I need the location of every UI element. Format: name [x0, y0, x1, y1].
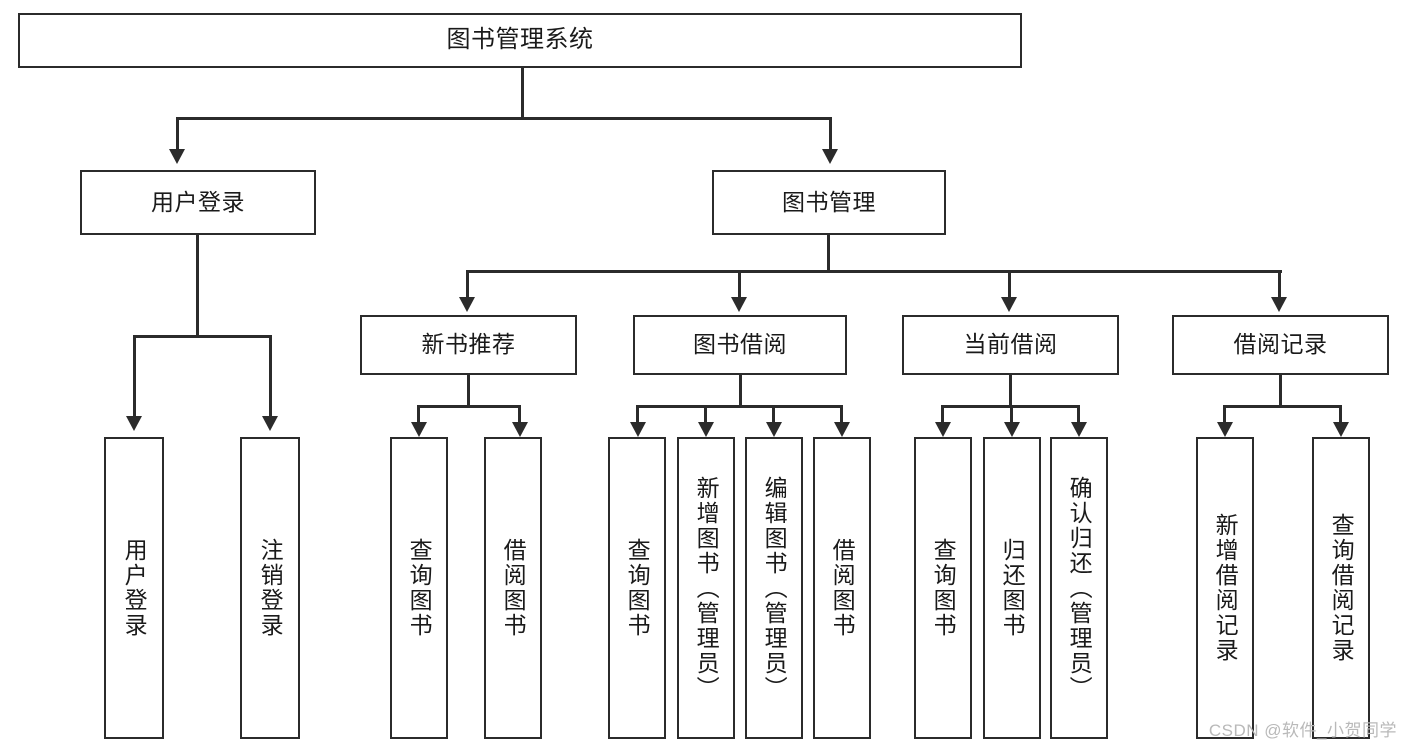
- node-label: 归还图书: [999, 538, 1026, 638]
- node-label: 编辑图书（管理员）: [761, 475, 788, 701]
- node-label: 查询图书: [624, 538, 651, 638]
- arrow-to-newbook: [459, 297, 475, 312]
- node-label: 借阅图书: [500, 538, 527, 638]
- arrow-currentborrow-leaf-2: [1004, 422, 1020, 437]
- edge-root-bus: [176, 117, 832, 120]
- leaf-currentborrow-query-book[interactable]: 查询图书: [914, 437, 972, 739]
- node-label: 用户登录: [151, 188, 245, 215]
- node-borrow-record[interactable]: 借阅记录: [1172, 315, 1389, 375]
- edge-bookmgmt-stem: [827, 235, 830, 272]
- edge-bookborrow-drop-2: [704, 405, 707, 423]
- leaf-bookborrow-borrow-book[interactable]: 借阅图书: [813, 437, 871, 739]
- edge-bookmgmt-drop-3: [1008, 270, 1011, 298]
- arrow-userlogin-leaf-1: [126, 416, 142, 431]
- leaf-user-login[interactable]: 用户登录: [104, 437, 164, 739]
- edge-bookborrow-drop-1: [636, 405, 639, 423]
- node-book-management[interactable]: 图书管理: [712, 170, 946, 235]
- edge-bookmgmt-bus: [466, 270, 1282, 273]
- node-label: 注销登录: [257, 538, 284, 638]
- node-label: 新增图书（管理员）: [693, 475, 720, 701]
- node-label: 确认归还（管理员）: [1066, 475, 1093, 701]
- edge-bookmgmt-drop-1: [466, 270, 469, 298]
- leaf-borrowrecord-query-record[interactable]: 查询借阅记录: [1312, 437, 1370, 739]
- edge-newbook-drop-2: [518, 405, 521, 423]
- node-label: 借阅图书: [829, 538, 856, 638]
- edge-bookborrow-bus: [636, 405, 843, 408]
- edge-bookmgmt-drop-4: [1278, 270, 1281, 298]
- edge-userlogin-drop-1: [133, 335, 136, 417]
- edge-bookborrow-stem: [739, 375, 742, 407]
- arrow-to-bookborrow: [731, 297, 747, 312]
- edge-userlogin-drop-2: [269, 335, 272, 417]
- edge-userlogin-bus: [133, 335, 272, 338]
- arrow-bookborrow-leaf-3: [766, 422, 782, 437]
- node-label: 查询图书: [406, 538, 433, 638]
- leaf-bookborrow-edit-book[interactable]: 编辑图书（管理员）: [745, 437, 803, 739]
- leaf-bookborrow-query-book[interactable]: 查询图书: [608, 437, 666, 739]
- edge-borrowrecord-drop-1: [1223, 405, 1226, 423]
- edge-borrowrecord-drop-2: [1339, 405, 1342, 423]
- edge-currentborrow-drop-2: [1010, 405, 1013, 423]
- arrow-newbook-leaf-2: [512, 422, 528, 437]
- arrow-currentborrow-leaf-3: [1071, 422, 1087, 437]
- edge-borrowrecord-bus: [1223, 405, 1341, 408]
- arrow-to-bookmgmt: [822, 149, 838, 164]
- node-label: 图书管理系统: [446, 26, 594, 54]
- edge-bookborrow-drop-4: [840, 405, 843, 423]
- arrow-to-userlogin: [169, 149, 185, 164]
- edge-root-to-userlogin: [176, 117, 179, 150]
- node-label: 借阅记录: [1233, 331, 1328, 358]
- edge-borrowrecord-stem: [1279, 375, 1282, 407]
- leaf-currentborrow-confirm-return[interactable]: 确认归还（管理员）: [1050, 437, 1108, 739]
- leaf-bookborrow-add-book[interactable]: 新增图书（管理员）: [677, 437, 735, 739]
- leaf-newbook-borrow-book[interactable]: 借阅图书: [484, 437, 542, 739]
- edge-newbook-bus: [417, 405, 521, 408]
- node-user-login[interactable]: 用户登录: [80, 170, 316, 235]
- arrow-currentborrow-leaf-1: [935, 422, 951, 437]
- edge-bookmgmt-drop-2: [738, 270, 741, 298]
- node-book-borrow[interactable]: 图书借阅: [633, 315, 847, 375]
- edge-root-to-bookmgmt: [829, 117, 832, 150]
- arrow-borrowrecord-leaf-2: [1333, 422, 1349, 437]
- edge-newbook-stem: [467, 375, 470, 407]
- leaf-currentborrow-return-book[interactable]: 归还图书: [983, 437, 1041, 739]
- edge-bookborrow-drop-3: [772, 405, 775, 423]
- arrow-userlogin-leaf-2: [262, 416, 278, 431]
- arrow-bookborrow-leaf-2: [698, 422, 714, 437]
- leaf-borrowrecord-add-record[interactable]: 新增借阅记录: [1196, 437, 1254, 739]
- arrow-bookborrow-leaf-1: [630, 422, 646, 437]
- node-label: 图书借阅: [693, 331, 787, 358]
- edge-newbook-drop-1: [417, 405, 420, 423]
- node-label: 新增借阅记录: [1212, 513, 1239, 663]
- edge-currentborrow-drop-1: [941, 405, 944, 423]
- node-label: 查询图书: [930, 538, 957, 638]
- node-label: 新书推荐: [421, 331, 516, 358]
- edge-currentborrow-drop-3: [1077, 405, 1080, 423]
- edge-currentborrow-stem: [1009, 375, 1012, 407]
- arrow-to-borrowrecord: [1271, 297, 1287, 312]
- edge-userlogin-stem: [196, 235, 199, 337]
- edge-root-stem: [521, 68, 524, 119]
- leaf-newbook-query-book[interactable]: 查询图书: [390, 437, 448, 739]
- node-root-system[interactable]: 图书管理系统: [18, 13, 1022, 68]
- arrow-borrowrecord-leaf-1: [1217, 422, 1233, 437]
- leaf-logout[interactable]: 注销登录: [240, 437, 300, 739]
- node-label: 查询借阅记录: [1328, 513, 1355, 663]
- node-label: 当前借阅: [963, 331, 1058, 358]
- arrow-to-currentborrow: [1001, 297, 1017, 312]
- node-new-book-recommend[interactable]: 新书推荐: [360, 315, 577, 375]
- node-label: 图书管理: [782, 188, 876, 215]
- arrow-newbook-leaf-1: [411, 422, 427, 437]
- node-label: 用户登录: [121, 538, 148, 638]
- arrow-bookborrow-leaf-4: [834, 422, 850, 437]
- node-current-borrow[interactable]: 当前借阅: [902, 315, 1119, 375]
